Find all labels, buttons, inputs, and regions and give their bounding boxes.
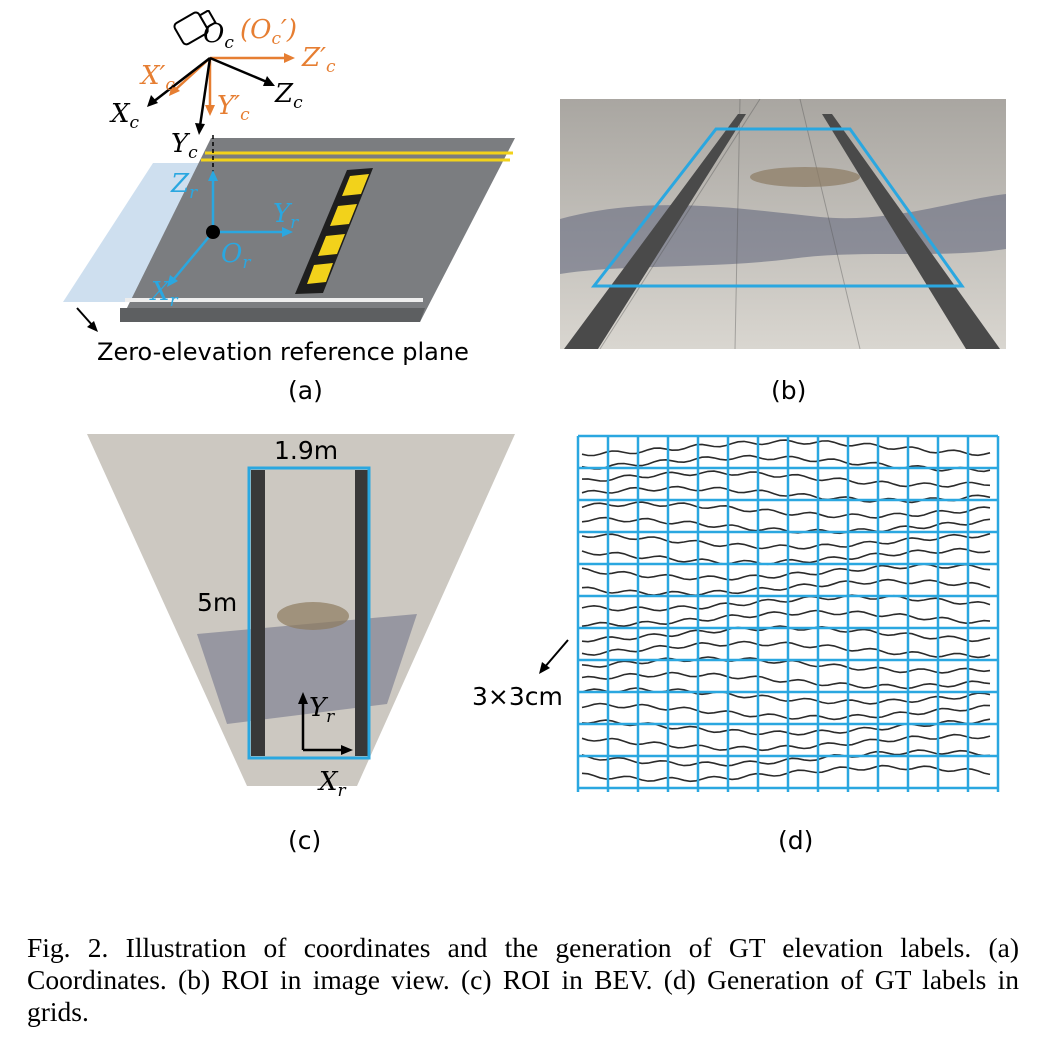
- panel-c-label: (c): [288, 826, 321, 855]
- panel-a-coordinates: Oc (Oc′) Z′c X′c Y′c Zc Xc Yc Zr Yr Or X…: [55, 10, 525, 360]
- right-tire-track: [355, 470, 369, 756]
- width-label: 1.9m: [274, 436, 338, 465]
- figure-number: Fig. 2.: [27, 932, 108, 963]
- elevation-scan-line: [582, 688, 990, 704]
- panel-c-bev: Yr Xr: [87, 434, 517, 804]
- svg-text:Yc: Yc: [171, 129, 198, 163]
- svg-text:Z′c: Z′c: [301, 43, 336, 77]
- elevation-scan-line: [582, 564, 990, 580]
- elevation-scan-line: [582, 673, 990, 689]
- elevation-scan-line: [582, 580, 990, 596]
- elevation-scan-line: [582, 750, 990, 766]
- elevation-scan-line: [582, 502, 990, 518]
- elevation-scan-line: [582, 704, 990, 720]
- elevation-scan-line: [582, 471, 990, 487]
- elevation-scan-line: [582, 534, 990, 549]
- reference-origin-dot: [206, 225, 220, 239]
- plane-label: Zero-elevation reference plane: [97, 338, 469, 366]
- svg-text:(Oc′): (Oc′): [240, 15, 297, 49]
- elevation-scan-line: [582, 766, 990, 782]
- elevation-scan-line: [582, 719, 990, 735]
- elevation-scan-line: [582, 549, 990, 565]
- caption-text: Illustration of coordinates and the gene…: [27, 932, 1019, 1027]
- elevation-scan-line: [582, 595, 990, 611]
- panel-b-label: (b): [771, 376, 806, 405]
- panel-d-grid: [460, 430, 1005, 800]
- panel-a-label: (a): [288, 376, 323, 405]
- svg-text:X′c: X′c: [139, 61, 175, 95]
- elevation-scan-line: [582, 611, 990, 627]
- svg-text:Xc: Xc: [109, 99, 140, 133]
- panel-d-label: (d): [778, 826, 813, 855]
- left-tire-track: [251, 470, 265, 756]
- elevation-scan-line: [582, 642, 990, 658]
- svg-text:Y′c: Y′c: [217, 91, 250, 125]
- elevation-scan-line: [582, 735, 990, 751]
- length-label: 5m: [197, 588, 237, 617]
- svg-text:Zc: Zc: [274, 79, 303, 113]
- svg-text:Oc: Oc: [203, 19, 234, 53]
- elevation-scan-line: [582, 440, 990, 455]
- grid-size-label: 3×3cm: [472, 682, 563, 711]
- panel-b-image-view: [560, 99, 1006, 349]
- scan-lines: [582, 440, 990, 781]
- figure-caption: Fig. 2. Illustration of coordinates and …: [27, 932, 1019, 1028]
